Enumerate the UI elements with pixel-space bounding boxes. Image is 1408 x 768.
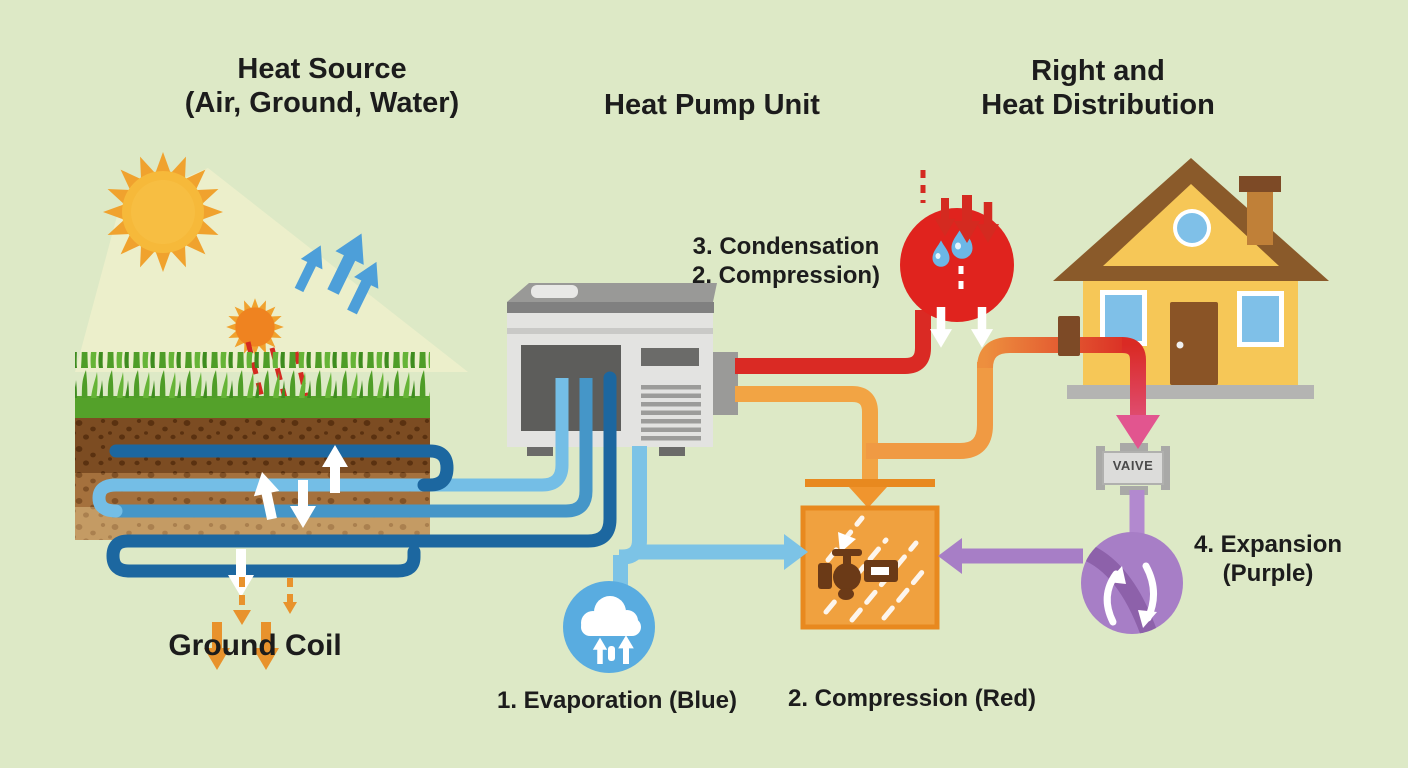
distribution-title-line1: Right and [1031, 55, 1165, 87]
expansion-pipe [962, 490, 1145, 564]
valve-icon [1096, 415, 1170, 495]
heat-pump-title: Heat Pump Unit [604, 89, 820, 121]
cloud-icon [563, 581, 655, 673]
expansion-label-line2: (Purple) [1222, 560, 1314, 587]
expansion-label: 4. Expansion (Purple) [1194, 530, 1342, 588]
evaporator-pipe [613, 446, 784, 585]
warm-pipe [735, 362, 993, 484]
expansion-label-line1: 4. Expansion [1193, 531, 1343, 558]
expansion-swirl-icon [1081, 532, 1183, 634]
small-sun-icon [226, 298, 284, 356]
heat-source-title-line2: (Air, Ground, Water) [184, 87, 460, 119]
heat-source-title: Heat Source (Air, Ground, Water) [185, 52, 459, 120]
compressor-valve-icon [800, 479, 940, 630]
house-icon [1053, 158, 1329, 399]
expansion-arrowhead-icon [938, 538, 962, 574]
condensation-label-line2: 2. Compression) [691, 262, 881, 289]
condensation-label: 3. Condensation 2. Compression) [692, 232, 880, 290]
sun-icon [103, 152, 223, 272]
ground-heat-arrows-icon [204, 577, 297, 670]
condensation-label-line1: 3. Condensation [692, 233, 880, 260]
evaporation-label: 1. Evaporation (Blue) [496, 687, 738, 714]
heat-pump-unit-icon [507, 283, 738, 456]
return-pipe [977, 316, 1146, 418]
compression-label: 2. Compression (Red) [787, 685, 1037, 712]
distribution-title-line2: Heat Distribution [981, 89, 1215, 121]
ground-coil-label: Ground Coil [168, 629, 342, 662]
evaporator-arrowhead-icon [784, 534, 808, 570]
condensation-air-arrows-icon [920, 170, 1000, 243]
valve-label: VAIVE [1112, 458, 1154, 473]
heat-source-title-line1: Heat Source [237, 53, 407, 85]
hot-pipe [735, 310, 931, 374]
distribution-title: Right and Heat Distribution [981, 54, 1215, 122]
ground-coil-icon [92, 371, 617, 578]
